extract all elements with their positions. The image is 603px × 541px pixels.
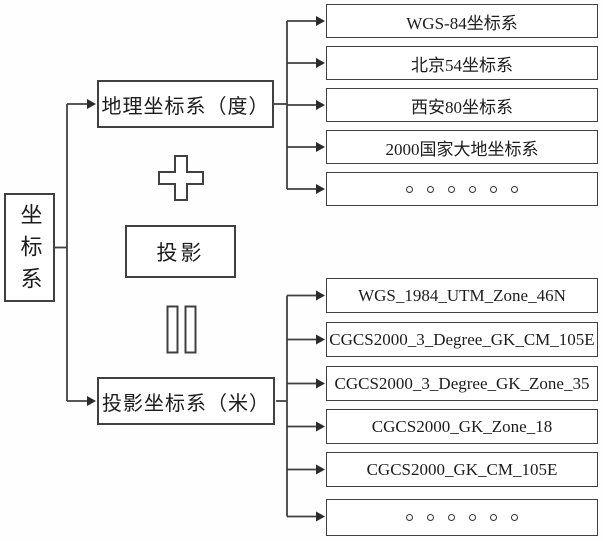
- leaf-node-wgs84: WGS-84坐标系: [326, 4, 598, 38]
- plus-icon: [158, 155, 204, 201]
- geographic-coordinate-node: 地理坐标系（度）: [97, 80, 274, 128]
- projected-branch-lines: [276, 294, 316, 518]
- leaf-node-beijing54: 北京54坐标系: [326, 46, 598, 80]
- leaf-node-xian80: 西安80坐标系: [326, 88, 598, 122]
- ellipsis-dots-icon: [406, 185, 518, 193]
- leaf-node-proj-ellipsis: [326, 499, 598, 536]
- projected-branch-arrows: [316, 290, 325, 522]
- leaf-node-cgcs2000-gk-cm105e: CGCS2000_GK_CM_105E: [326, 452, 598, 487]
- leaf-node-cgcs2000-zone35-3deg: CGCS2000_3_Degree_GK_Zone_35: [326, 366, 598, 401]
- geographic-branch-lines: [274, 20, 316, 190]
- leaf-node-cgcs2000: 2000国家大地坐标系: [326, 130, 598, 164]
- projection-operand-node: 投影: [125, 225, 236, 278]
- leaf-node-cgcs2000-gk-zone18: CGCS2000_GK_Zone_18: [326, 409, 598, 444]
- geographic-branch-arrows: [316, 16, 325, 194]
- leaf-node-cgcs2000-cm105e-3deg: CGCS2000_3_Degree_GK_CM_105E: [326, 322, 598, 357]
- leaf-node-geo-ellipsis: [326, 172, 598, 206]
- leaf-node-wgs84-utm46n: WGS_1984_UTM_Zone_46N: [326, 278, 598, 313]
- coordinate-system-root-node: 坐标系: [4, 193, 55, 302]
- left-branch-lines: [55, 103, 87, 402]
- left-branch-arrows: [87, 99, 96, 406]
- projected-coordinate-node: 投影坐标系（米）: [97, 377, 275, 425]
- equals-icon: [166, 305, 197, 354]
- ellipsis-dots-icon: [406, 514, 518, 521]
